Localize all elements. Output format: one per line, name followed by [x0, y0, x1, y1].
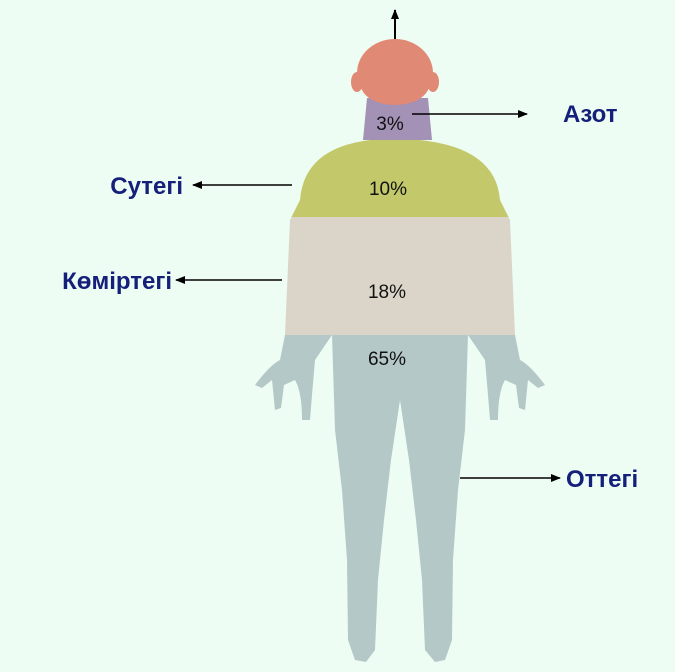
oxygen-percent: 65% [368, 349, 406, 370]
oxygen-region [240, 335, 560, 672]
chin [361, 65, 429, 105]
carbon-percent: 18% [368, 282, 406, 303]
carbon-region [240, 217, 560, 335]
right-ear [427, 72, 439, 92]
nitrogen-label: Азот [563, 101, 618, 128]
left-ear [351, 72, 363, 92]
oxygen-label: Оттегі [566, 466, 638, 493]
hydrogen-percent: 10% [369, 179, 407, 200]
nitrogen-percent: 3% [376, 114, 404, 135]
hydrogen-label: Сутегі [110, 173, 183, 200]
carbon-label: Көміртегі [62, 268, 172, 295]
